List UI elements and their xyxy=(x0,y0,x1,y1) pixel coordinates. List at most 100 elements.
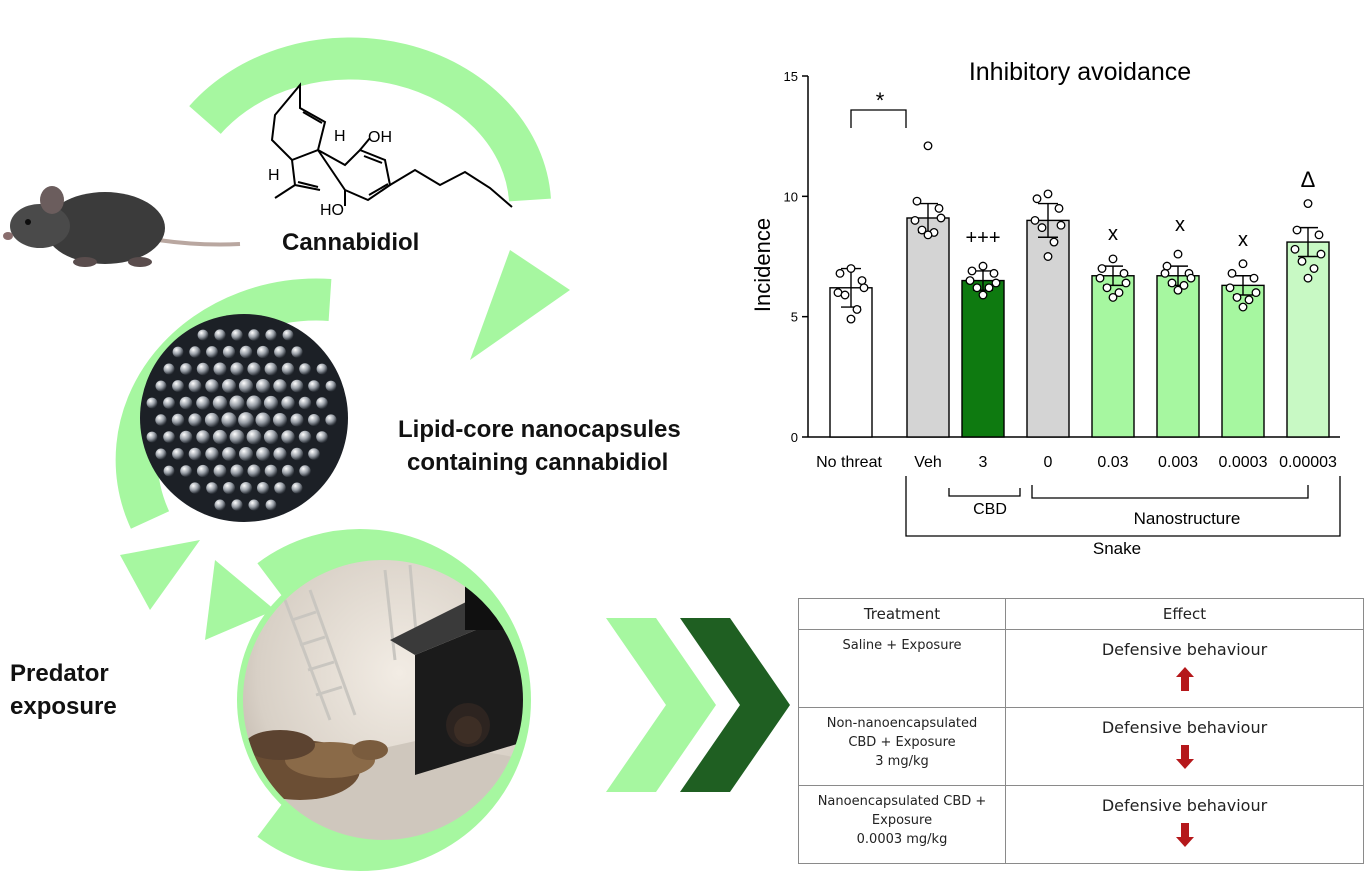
nanostructure-bracket xyxy=(1031,485,1309,499)
oh-bottom-label: HO xyxy=(320,202,344,219)
table-row: Saline + Exposure Defensive behaviour xyxy=(798,629,1364,708)
data-point xyxy=(1238,259,1248,269)
nanoparticle xyxy=(265,499,277,511)
nanoparticle xyxy=(239,447,253,461)
data-point xyxy=(1167,278,1177,288)
nanoparticle xyxy=(230,362,244,376)
nanoparticle xyxy=(298,396,312,410)
nanoparticle xyxy=(246,395,262,411)
x-tick-label: 3 xyxy=(979,454,988,471)
data-point xyxy=(1114,288,1124,298)
nanoparticle xyxy=(264,464,278,478)
nanoparticle xyxy=(189,346,201,358)
data-point xyxy=(1032,194,1042,204)
data-point xyxy=(1186,273,1196,283)
nanoparticle xyxy=(281,362,295,376)
nanoparticle xyxy=(163,465,175,477)
h-left-label: H xyxy=(268,167,280,184)
down-arrow-icon xyxy=(1175,823,1194,847)
data-point xyxy=(967,266,977,276)
nanoparticle xyxy=(196,430,210,444)
data-point xyxy=(989,268,999,278)
treatment-line: Saline + Exposure xyxy=(842,638,962,653)
nanoparticle xyxy=(255,412,271,428)
nanoparticle xyxy=(281,464,295,478)
nanoparticle xyxy=(212,429,228,445)
data-point xyxy=(978,290,988,300)
predator-label-line2: exposure xyxy=(10,693,117,720)
data-point xyxy=(1095,273,1105,283)
down-arrow-icon xyxy=(1175,745,1194,769)
photo-border xyxy=(237,554,529,846)
nanoparticle xyxy=(238,378,254,394)
x-tick-label: 0.03 xyxy=(1097,454,1128,471)
nanoparticle xyxy=(188,379,202,393)
data-point xyxy=(1043,252,1053,261)
nanoparticle xyxy=(223,482,235,494)
nanoparticle xyxy=(308,448,320,460)
data-point xyxy=(1030,215,1040,225)
nanoparticle xyxy=(163,363,175,375)
y-tick-label: 15 xyxy=(784,69,798,84)
top-cycle-arrow xyxy=(189,37,551,202)
y-tick-label: 5 xyxy=(791,310,798,325)
nanoparticle xyxy=(222,379,236,393)
data-point xyxy=(934,203,944,213)
nanocapsule-sphere xyxy=(140,314,348,522)
data-point xyxy=(1097,264,1107,273)
nanoparticle xyxy=(263,395,279,411)
data-point xyxy=(1227,268,1237,278)
nanoparticle xyxy=(163,431,175,443)
data-point xyxy=(912,196,922,206)
significance-marker: +++ xyxy=(965,227,1000,249)
nanoparticle xyxy=(214,499,226,511)
nanoparticle xyxy=(197,329,209,341)
significance-marker: * xyxy=(876,88,885,113)
nanoparticle xyxy=(247,362,261,376)
cannabidiol-label: Cannabidiol xyxy=(282,229,419,256)
nanoparticle xyxy=(291,482,303,494)
data-point xyxy=(965,276,975,286)
nanoparticle xyxy=(273,447,287,461)
nanoparticle xyxy=(281,396,295,410)
data-point xyxy=(1238,302,1248,312)
nanoparticle xyxy=(206,346,218,358)
significance-marker: x xyxy=(1238,229,1248,251)
data-point xyxy=(1049,237,1059,247)
nanoparticle xyxy=(325,380,337,392)
nanoparticle xyxy=(222,345,236,359)
data-point xyxy=(1108,292,1118,302)
nanoparticle xyxy=(196,396,210,410)
nanoparticle xyxy=(188,447,202,461)
nanoparticle xyxy=(163,397,175,409)
data-point xyxy=(1290,244,1300,254)
nanoparticle xyxy=(204,412,220,428)
treatment-line: Exposure xyxy=(871,813,933,828)
data-point xyxy=(917,225,927,235)
bar xyxy=(829,287,873,438)
y-tick-label: 0 xyxy=(791,430,798,445)
data-point xyxy=(1054,203,1064,213)
nanoparticle xyxy=(274,346,286,358)
nanoparticle xyxy=(172,448,184,460)
nanoparticle xyxy=(221,412,237,428)
nanoparticle xyxy=(298,430,312,444)
data-point xyxy=(1309,264,1319,273)
nanoparticle xyxy=(239,345,253,359)
nanoparticle xyxy=(263,429,279,445)
data-point xyxy=(835,268,845,278)
data-point xyxy=(852,304,862,314)
bottom-arrowhead xyxy=(205,560,275,640)
x-tick-label: 0.0003 xyxy=(1219,454,1268,471)
data-point xyxy=(1225,283,1235,293)
nanoparticle xyxy=(155,380,167,392)
nanoparticle xyxy=(316,397,328,409)
treatment-effect-table: Treatment Effect Saline + Exposure Defen… xyxy=(798,598,1364,864)
nanoparticle xyxy=(291,346,303,358)
nanoparticle xyxy=(256,379,270,393)
nanoparticle xyxy=(325,414,337,426)
data-point xyxy=(1303,273,1313,283)
nanoparticle xyxy=(155,414,167,426)
nanoparticle xyxy=(248,329,260,341)
